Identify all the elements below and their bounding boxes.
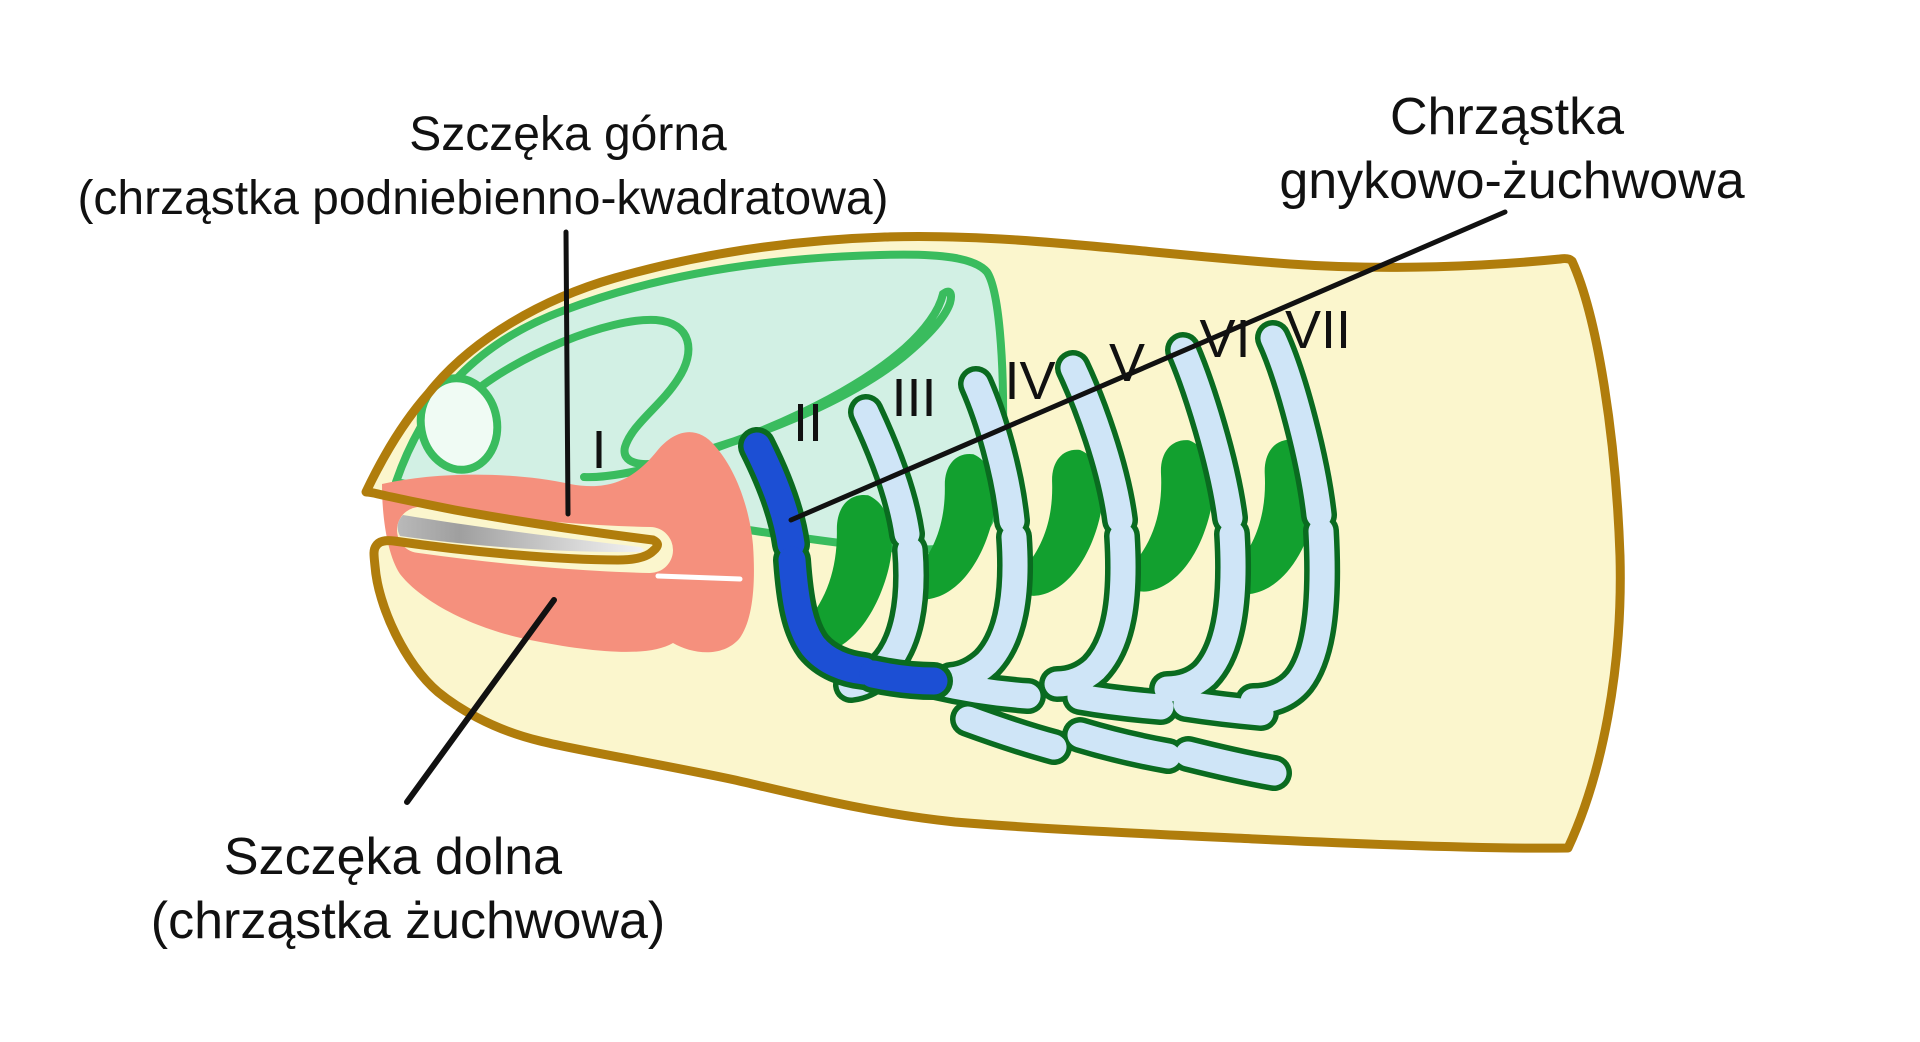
mouth-opening-shadow xyxy=(397,515,644,553)
gill-pouch-1 xyxy=(798,495,892,654)
ventral-segment-a6-fill xyxy=(1173,691,1274,726)
gill-pouch-4 xyxy=(1128,440,1214,592)
sensory-capsule xyxy=(416,374,502,474)
gill-arch-3-upper-fill xyxy=(853,399,920,547)
arch-numeral-7: VII xyxy=(1285,300,1351,360)
arch-numeral-4: IV xyxy=(1004,351,1055,411)
label-lower-jaw: Szczęka dolna (chrząstka żuchwowa) xyxy=(151,828,665,950)
gill-arch-7-upper-fill xyxy=(1260,325,1332,528)
arch-numeral-2: II xyxy=(793,393,823,453)
ventral-segment-b2-fill xyxy=(1067,722,1181,769)
gill-pouch-2 xyxy=(909,454,996,600)
label-hyomandibular-line2: gnykowo-żuchwowa xyxy=(1279,152,1744,210)
label-upper-jaw-line1: Szczęka górna xyxy=(409,108,727,161)
gill-arch-6-upper-fill xyxy=(1170,337,1243,531)
label-lower-jaw-line2: (chrząstka żuchwowa) xyxy=(151,892,665,950)
arch-numeral-6: VI xyxy=(1199,309,1250,369)
hyoid-arch xyxy=(738,427,953,700)
gill-arches xyxy=(833,320,1341,791)
arch-numeral-5: V xyxy=(1109,333,1145,393)
gill-pouch-3 xyxy=(1018,449,1103,596)
hyomandibular-bottom-fill xyxy=(859,660,948,695)
leader-hyomandibular xyxy=(788,209,1508,523)
arch-numeral-1: I xyxy=(591,420,606,480)
gill-pouches xyxy=(798,439,1319,654)
gill-arch-5-upper-fill xyxy=(1060,355,1133,533)
ventral-segment-b1-fill xyxy=(955,706,1067,760)
label-lower-jaw-line1: Szczęka dolna xyxy=(224,828,562,886)
fish-body-outline xyxy=(361,231,1625,853)
label-upper-jaw-line2: (chrząstka podniebienno-kwadratowa) xyxy=(77,172,888,225)
leader-upper-jaw xyxy=(563,229,571,517)
jaw-articulation-line xyxy=(655,573,743,582)
gill-arch-6-lower-fill xyxy=(1154,521,1246,702)
hyomandibular-upper-fill xyxy=(743,432,805,558)
gill-arch-4-upper-fill xyxy=(963,371,1025,534)
ventral-segment-a5-fill xyxy=(1067,684,1174,720)
label-hyomandibular: Chrząstka gnykowo-żuchwowa xyxy=(1279,88,1744,210)
brain-outline-squiggle xyxy=(464,287,956,482)
label-hyomandibular-line1: Chrząstka xyxy=(1390,88,1624,146)
gill-arch-7-lower-fill xyxy=(1240,518,1335,714)
ventral-segment-b3-fill xyxy=(1175,741,1287,786)
gill-arch-5-lower-fill xyxy=(1044,523,1136,697)
leader-lower-jaw xyxy=(404,597,557,805)
arch-numeral-3: III xyxy=(891,368,936,428)
arch-numerals: I II III IV V VI VII xyxy=(591,300,1351,480)
label-upper-jaw: Szczęka górna (chrząstka podniebienno-kw… xyxy=(77,108,888,225)
hyomandibular-lower-fill xyxy=(778,546,878,685)
